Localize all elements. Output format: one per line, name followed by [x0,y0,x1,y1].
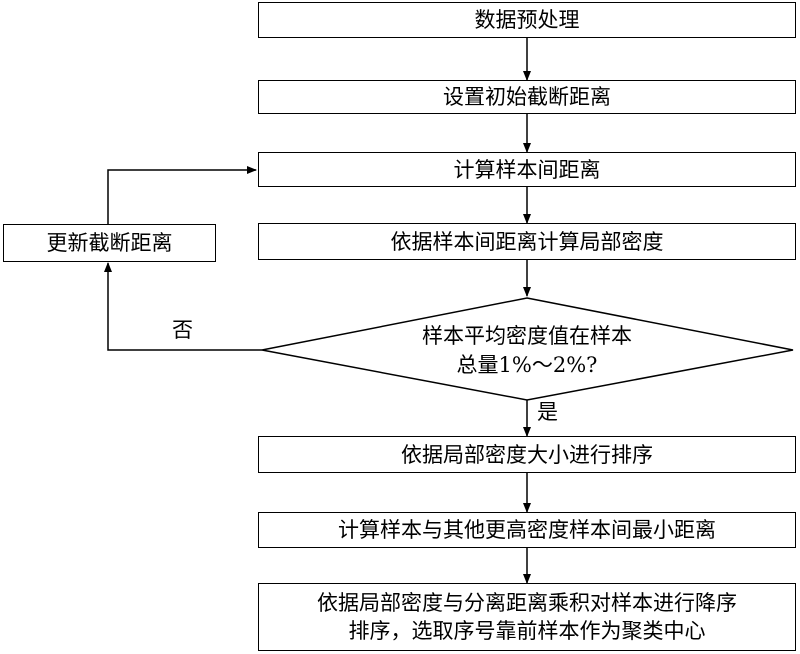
step-update-cutoff: 更新截断距离 [3,224,216,262]
step-select-centers-line-1: 依据局部密度与分离距离乘积对样本进行降序 [317,591,737,615]
step-sort-density: 依据局部密度大小进行排序 [258,436,796,473]
decision-diamond [261,297,794,401]
step-calc-distance: 计算样本间距离 [258,152,796,187]
step-preprocess: 数据预处理 [258,2,796,38]
step-sort-density-label: 依据局部密度大小进行排序 [401,442,653,467]
branch-yes-label: 是 [537,400,558,424]
arrow-decision-no-to-update [104,262,262,351]
step-min-distance: 计算样本与其他更高密度样本间最小距离 [258,512,796,548]
step-calc-distance-label: 计算样本间距离 [453,157,601,182]
branch-no-label: 否 [172,318,193,342]
step-preprocess-label: 数据预处理 [474,8,580,32]
decision-line-1: 样本平均密度值在样本 [422,324,632,348]
step-init-cutoff: 设置初始截断距离 [258,80,796,114]
step-min-distance-label: 计算样本与其他更高密度样本间最小距离 [338,518,716,542]
step-select-centers-line-2: 排序，选取序号靠前样本作为聚类中心 [348,619,706,643]
step-init-cutoff-label: 设置初始截断距离 [443,85,611,109]
decision-text: 样本平均密度值在样本 总量1%～2%? [380,322,674,380]
step-calc-density: 依据样本间距离计算局部密度 [258,223,796,260]
step-select-centers: 依据局部密度与分离距离乘积对样本进行降序 排序，选取序号靠前样本作为聚类中心 [258,583,796,651]
arrow-update-to-calc-dist [107,166,257,224]
decision-line-2: 总量1%～2%? [456,353,598,377]
step-calc-density-label: 依据样本间距离计算局部密度 [390,229,664,254]
step-update-cutoff-label: 更新截断距离 [46,231,173,255]
